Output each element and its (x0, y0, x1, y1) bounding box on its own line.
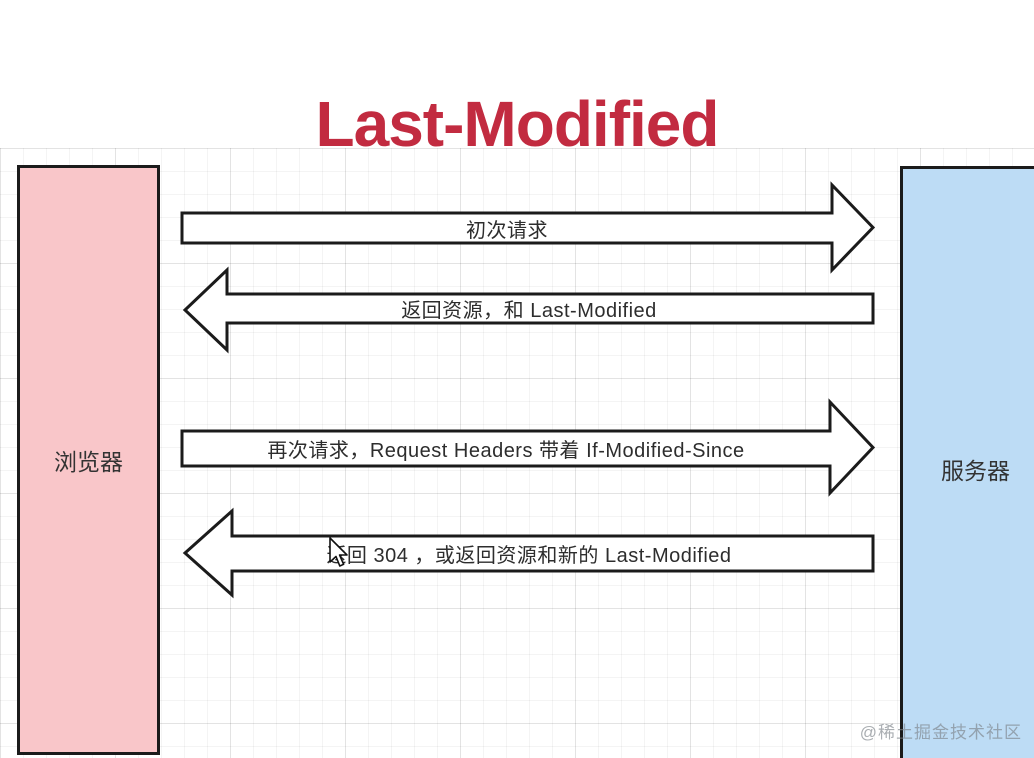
message-initial-request: 初次请求 (466, 219, 548, 242)
browser-box: 浏览器 (17, 165, 160, 755)
arrow-right-second-request (180, 398, 876, 497)
arrow-left-return-304 (182, 507, 875, 599)
server-label: 服务器 (941, 458, 1010, 484)
message-second-request: 再次请求，Request Headers 带着 If-Modified-Sinc… (267, 440, 745, 462)
server-box: 服务器 (900, 166, 1034, 758)
browser-label: 浏览器 (54, 449, 123, 475)
message-return-304: 返回 304 ，或返回资源和新的 Last-Modified (326, 545, 732, 567)
mouse-cursor-icon (329, 537, 348, 567)
page-title: Last-Modified (315, 87, 720, 160)
message-return-resource: 返回资源，和 Last-Modified (401, 300, 657, 322)
watermark: @稀土掘金技术社区 (859, 723, 1022, 742)
arrow-right-initial-request (180, 181, 876, 274)
arrow-left-return-resource (182, 266, 875, 354)
